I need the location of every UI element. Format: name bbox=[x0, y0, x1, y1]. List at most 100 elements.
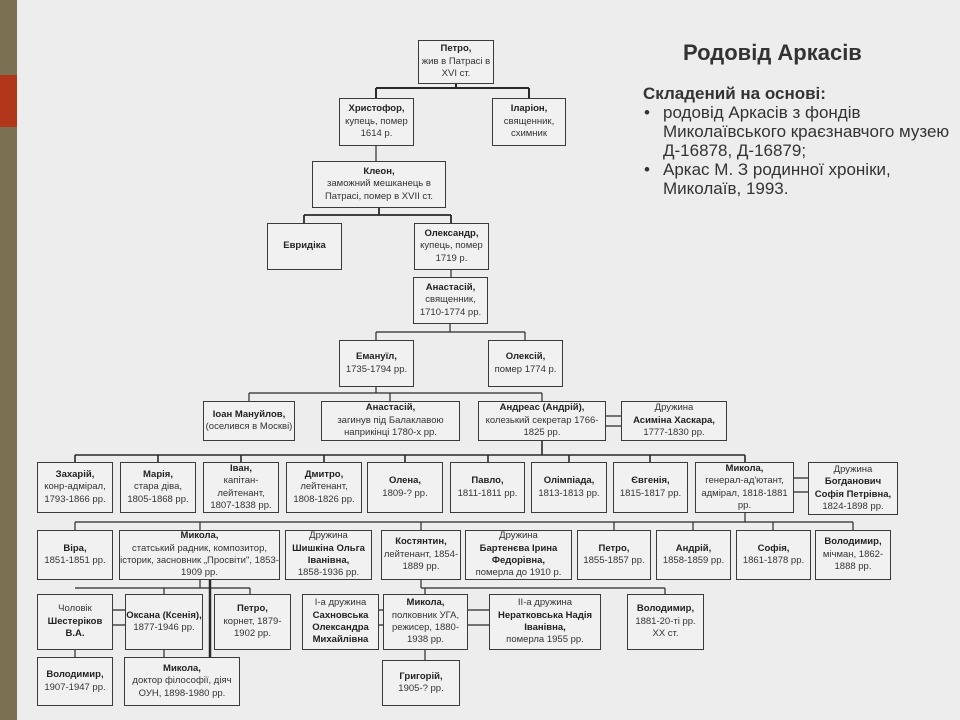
person-box-evrydika: Евридіка bbox=[267, 223, 342, 270]
person-pre: Дружина bbox=[833, 463, 873, 475]
person-box-yevheniia: Євгенія,1815-1817 рр. bbox=[613, 462, 688, 513]
person-name: Володимир, bbox=[46, 669, 104, 681]
person-name: Емануїл, bbox=[356, 351, 397, 363]
person-info: конр-адмірал, 1793-1866 рр. bbox=[44, 481, 106, 505]
person-box-dmytro: Дмитро,лейтенант, 1808-1826 рр. bbox=[286, 462, 362, 513]
person-name: Микола, bbox=[180, 530, 219, 542]
person-box-petro2: Петро,1855-1857 рр. bbox=[577, 530, 651, 580]
person-box-anastasii1: Анастасій,священник, 1710-1774 рр. bbox=[413, 277, 488, 324]
person-name: Софія, bbox=[757, 542, 790, 554]
person-info: доктор філософії, діяч ОУН, 1898-1980 рр… bbox=[132, 675, 232, 699]
person-info: 1858-1936 рр. bbox=[297, 567, 360, 579]
person-info: 1881-20-ті рр. XX ст. bbox=[635, 615, 696, 640]
person-name: Петро, bbox=[237, 603, 268, 615]
person-box-ivan: Іван,капітан-лейтенант, 1807-1838 рр. bbox=[203, 462, 279, 513]
person-box-oleksandr: Олександр,купець, помер 1719 р. bbox=[414, 223, 489, 270]
person-box-hryhorii: Григорій,1905-? рр. bbox=[382, 660, 460, 706]
person-name: Анастасій, bbox=[425, 281, 476, 293]
person-info: 1851-1851 рр. bbox=[44, 555, 106, 566]
person-box-olena: Олена,1809-? рр. bbox=[367, 462, 443, 513]
person-info: помер 1774 р. bbox=[494, 363, 557, 375]
person-box-mykola4: Микола,доктор філософії, діяч ОУН, 1898-… bbox=[124, 657, 240, 706]
person-name: Бартенєва Ірина Федорівна, bbox=[479, 542, 558, 566]
slide-title: Родовід Аркасів bbox=[683, 40, 862, 65]
person-box-volodymyr2: Володимир,1881-20-ті рр. XX ст. bbox=[627, 594, 704, 650]
person-info: мічман, 1862-1888 рр. bbox=[822, 548, 884, 573]
person-name: Андреас (Андрій), bbox=[499, 402, 585, 414]
person-info: 1815-1817 рр. bbox=[619, 487, 682, 499]
person-name: Марія, bbox=[143, 468, 173, 480]
person-name: Микола, bbox=[163, 662, 201, 674]
person-info: священник, 1710-1774 рр. bbox=[419, 294, 482, 318]
person-name: Григорій, bbox=[399, 670, 443, 682]
person-name: Микола, bbox=[406, 597, 445, 609]
person-box-pavlo: Павло,1811-1811 рр. bbox=[450, 462, 525, 513]
person-box-andreas: Андреас (Андрій),колезький секретар 1766… bbox=[478, 401, 606, 441]
person-box-mariia: Марія,стара діва, 1805-1868 рр. bbox=[120, 462, 196, 513]
person-info: загинув під Балаклавою наприкінці 1780-х… bbox=[337, 414, 444, 439]
slide-side-bar bbox=[0, 0, 17, 720]
person-info: колезький секретар 1766-1825 рр. bbox=[485, 414, 599, 439]
person-box-ioan: Іоан Мануйлов,(оселився в Москві) bbox=[203, 401, 295, 441]
person-pre: Дружина bbox=[654, 402, 694, 414]
person-box-volodymyr3: Володимир,1907-1947 рр. bbox=[37, 657, 113, 706]
person-info: 1777-1830 рр. bbox=[643, 427, 705, 439]
person-box-kostiantyn: Костянтин,лейтенант, 1854-1889 рр. bbox=[381, 530, 461, 580]
person-info: заможний мешканець в Патрасі, помер в XV… bbox=[324, 178, 434, 202]
person-name: Шишкіна Ольга Іванівна, bbox=[292, 542, 365, 566]
person-box-volodymyr1: Володимир,мічман, 1862-1888 рр. bbox=[815, 530, 891, 580]
person-info: купець, помер 1719 р. bbox=[420, 240, 483, 264]
person-box-sofiia2: Софія,1861-1878 рр. bbox=[736, 530, 811, 580]
person-name: Олена, bbox=[388, 475, 422, 487]
person-info: полковник УГА, режисер, 1880-1938 рр. bbox=[391, 609, 460, 646]
person-name: Асиміна Хаскара, bbox=[633, 414, 715, 426]
person-info: 1813-1813 рр. bbox=[538, 487, 600, 499]
person-name: Євгенія, bbox=[631, 475, 670, 487]
person-name: Володимир, bbox=[636, 603, 695, 615]
person-box-oleksii: Олексій,помер 1774 р. bbox=[488, 340, 563, 387]
person-box-emanuil: Емануїл,1735-1794 рр. bbox=[339, 340, 414, 387]
person-info: статський радник, композитор, історик, з… bbox=[120, 542, 279, 579]
person-name: Нератковська Надія Іванівна, bbox=[497, 609, 593, 633]
person-info: 1811-1811 рр. bbox=[457, 487, 518, 499]
person-pre: Дружина bbox=[309, 530, 348, 542]
person-name: Віра, bbox=[63, 542, 87, 554]
person-name: Микола, bbox=[725, 462, 764, 474]
person-info: лейтенант, 1808-1826 рр. bbox=[293, 481, 355, 505]
person-box-ilarion: Іларіон,священник, схимник bbox=[492, 98, 566, 146]
person-info: 1855-1857 рр. bbox=[583, 555, 645, 566]
person-info: 1861-1878 рр. bbox=[742, 555, 805, 566]
sources-list: родовід Аркасів з фондів Миколаївського … bbox=[643, 103, 960, 198]
person-info: священник, схимник bbox=[503, 115, 555, 140]
person-name: Евридіка bbox=[283, 240, 326, 252]
person-pre: II-а дружина bbox=[517, 597, 573, 609]
person-box-zakharii: Захарій,конр-адмірал, 1793-1866 рр. bbox=[37, 462, 113, 513]
person-box-petro3: Петро,корнет, 1879-1902 рр. bbox=[214, 594, 291, 650]
person-info: капітан-лейтенант, 1807-1838 рр. bbox=[210, 475, 272, 511]
person-name: Іларіон, bbox=[510, 103, 548, 115]
person-info: лейтенант, 1854-1889 рр. bbox=[383, 548, 459, 573]
person-name: Олексій, bbox=[505, 351, 546, 363]
person-name: Богданович Софія Петрівна, bbox=[814, 476, 892, 500]
person-box-khrystofor: Христофор,купець, помер 1614 р. bbox=[339, 98, 414, 146]
person-name: Клеон, bbox=[363, 165, 395, 177]
person-info: 1824-1898 рр. bbox=[822, 500, 884, 512]
person-name: Дмитро, bbox=[304, 468, 344, 480]
person-info: 1905-? рр. bbox=[398, 683, 444, 694]
person-name: Христофор, bbox=[348, 103, 405, 115]
sources-block: Складений на основі: родовід Аркасів з ф… bbox=[643, 84, 960, 198]
person-name: Іван, bbox=[229, 462, 252, 474]
person-info: померла 1955 рр. bbox=[506, 634, 584, 646]
person-info: померла до 1910 р. bbox=[475, 567, 562, 579]
person-pre: Чоловік bbox=[58, 603, 92, 615]
person-info: 1858-1859 рр. bbox=[662, 555, 725, 566]
person-box-mykola1: Микола,генерал-ад'ютант, адмірал, 1818-1… bbox=[695, 462, 794, 513]
person-box-petro: Петро,жив в Патрасі в XVI ст. bbox=[418, 40, 494, 84]
person-box-andrii: Андрій,1858-1859 рр. bbox=[656, 530, 731, 580]
person-info: жив в Патрасі в XVI ст. bbox=[421, 55, 491, 80]
person-name: Петро, bbox=[440, 43, 472, 55]
